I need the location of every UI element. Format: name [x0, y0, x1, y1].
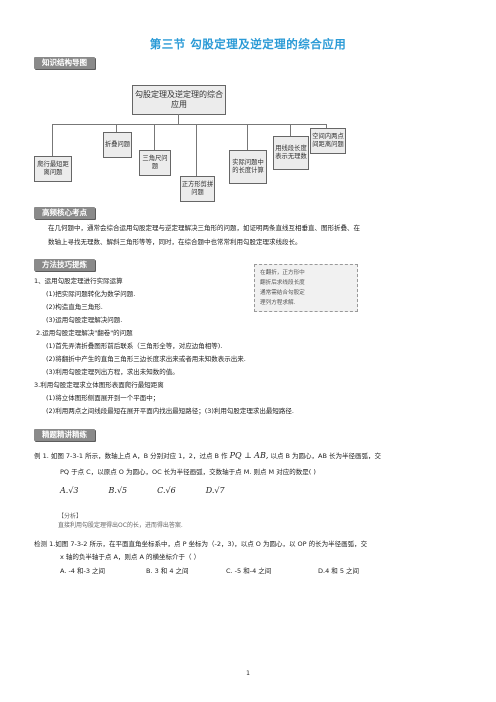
method-item: (2)利用两点之间线段最短在展开平面内找出最短路径；(3)利用勾股定理求出最短路… — [46, 407, 294, 415]
diagram-branch-irrational: 用线段长度表示无理数 — [273, 136, 309, 170]
page-title: 第三节 勾股定理及逆定理的综合应用 — [149, 37, 347, 51]
diagram-branch-crawl: 爬行最短距离问题 — [34, 156, 72, 182]
section-label-key-points: 高频核心考点 — [34, 207, 95, 219]
diagram-branch-square-cut: 正方形剪拼问题 — [180, 176, 215, 202]
exercise-1-option-d: D.4 和 5 之间 — [318, 567, 360, 575]
option-b: B.√5 — [108, 486, 128, 495]
section-label-knowledge-map: 知识结构导图 — [34, 57, 95, 69]
key-points-line-2: 数轴上寻找无理数、解斜三角形等等，同时，在综合题中也常常利用勾股定理求线段长。 — [48, 238, 302, 246]
example-1-options: A.√3 B.√5 C.√6 D.√7 — [60, 486, 340, 495]
example-1-math: PQ ⊥ AB, — [229, 451, 269, 460]
section-label-examples: 精题精讲精练 — [34, 429, 95, 441]
exercise-1-option-c: C. -5 和-4 之间 — [226, 567, 272, 575]
side-note: 在翻折，正方形中 翻折后求线段长度 通常需结合勾股定 理列方程求解. — [254, 264, 358, 312]
method-item: (1)将立体图形侧面展开到一个平面中； — [46, 394, 160, 402]
method-item: (3)利用勾股定理列出方程，求出未知数的值。 — [46, 368, 179, 376]
example-1-line-1: 例 1. 如图 7-3-1 所示，数轴上点 A，B 分别对应 1，2，过点 B … — [34, 451, 382, 461]
method-item: (1)把实际问题转化为数学问题. — [46, 290, 136, 298]
method-item: 2.运用勾股定理解决"翻卷"的问题 — [36, 329, 133, 337]
diagram-branch-length-calc: 实际问题中的长度计算 — [229, 150, 267, 184]
example-1-line-2: PQ 于点 C，以原点 O 为圆心，OC 长为半径画弧，交数轴于点 M. 则点 … — [60, 468, 316, 476]
key-points-line-1: 在几何题中，通常会综合运用勾股定理与逆定理解决三角形的问题，如证明两条直线互相垂… — [48, 224, 360, 232]
analysis-text: 直接利用勾股定理得出OC的长，进而得出答案. — [58, 522, 183, 529]
method-item: (1)首先弄清折叠图形前后联系（三角形全等，对应边角相等). — [46, 342, 223, 350]
diagram-branch-triangle-ruler: 三角尺问题 — [139, 150, 171, 176]
option-c: C.√6 — [157, 486, 176, 495]
option-a: A.√3 — [60, 486, 79, 495]
analysis-label: 【分析】 — [58, 513, 83, 520]
method-item: (2)构造直角三角形. — [46, 303, 103, 311]
analysis-block: 【分析】 直接利用勾股定理得出OC的长，进而得出答案. — [58, 512, 238, 530]
method-item: 1、运用勾股定理进行实际运算 — [34, 277, 123, 285]
option-d: D.√7 — [205, 486, 225, 495]
exercise-1-line-2: x 轴的负半轴于点 A，则点 A 的横坐标介于（ ） — [60, 553, 201, 561]
section-label-methods: 方法技巧提炼 — [34, 259, 95, 271]
diagram-branch-space-distance: 空间内两点间距离问题 — [310, 128, 346, 154]
diagram-branch-folding: 折叠问题 — [103, 132, 132, 158]
page-number: 1 — [246, 670, 250, 677]
exercise-1-option-b: B. 3 和 4 之间 — [146, 567, 189, 575]
exercise-1-line-1: 检测 1.如图 7-3-2 所示，在平面直角坐标系中，点 P 坐标为（-2，3)… — [34, 540, 368, 548]
exercise-1-option-a: A. -4 和-3 之间 — [60, 567, 106, 575]
method-item: 3.利用勾股定理求立体图形表面爬行最短距离 — [34, 381, 164, 389]
diagram-root: 勾股定理及逆定理的综合应用 — [132, 85, 226, 115]
method-item: (3)运用勾股定理解决问题. — [46, 316, 123, 324]
method-item: (2)将翻折中产生的直角三角形三边长度求出来或者用未知数表示出来. — [46, 355, 246, 363]
